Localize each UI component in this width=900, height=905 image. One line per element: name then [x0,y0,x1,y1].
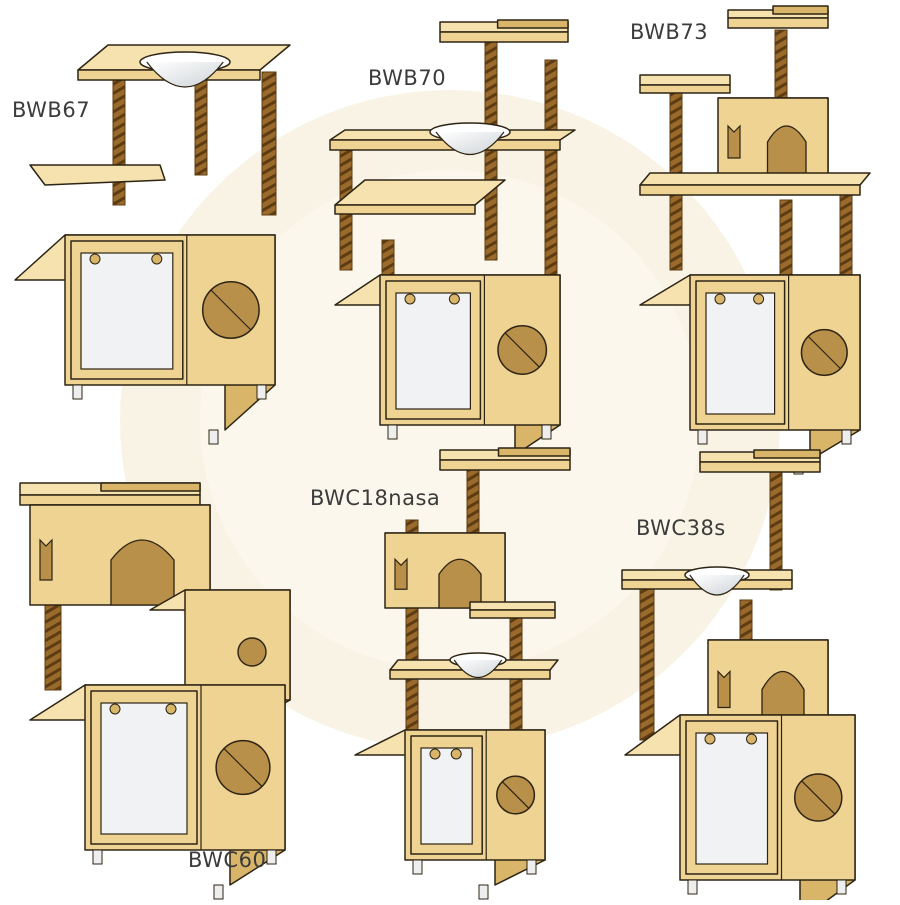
cat-tree-bwb67 [14,44,291,445]
model-label-bwc60: BWC60 [188,848,267,872]
model-label-bwb70: BWB70 [368,66,447,90]
cat-tree-bwc38s [621,449,856,905]
cat-tree-bwc60 [19,482,291,900]
cat-tree-bwc18nasa [354,447,571,900]
cat-tree-bwb70 [329,19,576,470]
model-label-bwc38s: BWC38s [636,516,726,540]
cat-tree-bwb73 [639,5,871,475]
model-label-bwb67: BWB67 [12,98,91,122]
model-label-bwc18nasa: BWC18nasa [310,486,441,510]
model-label-bwb73: BWB73 [630,20,709,44]
